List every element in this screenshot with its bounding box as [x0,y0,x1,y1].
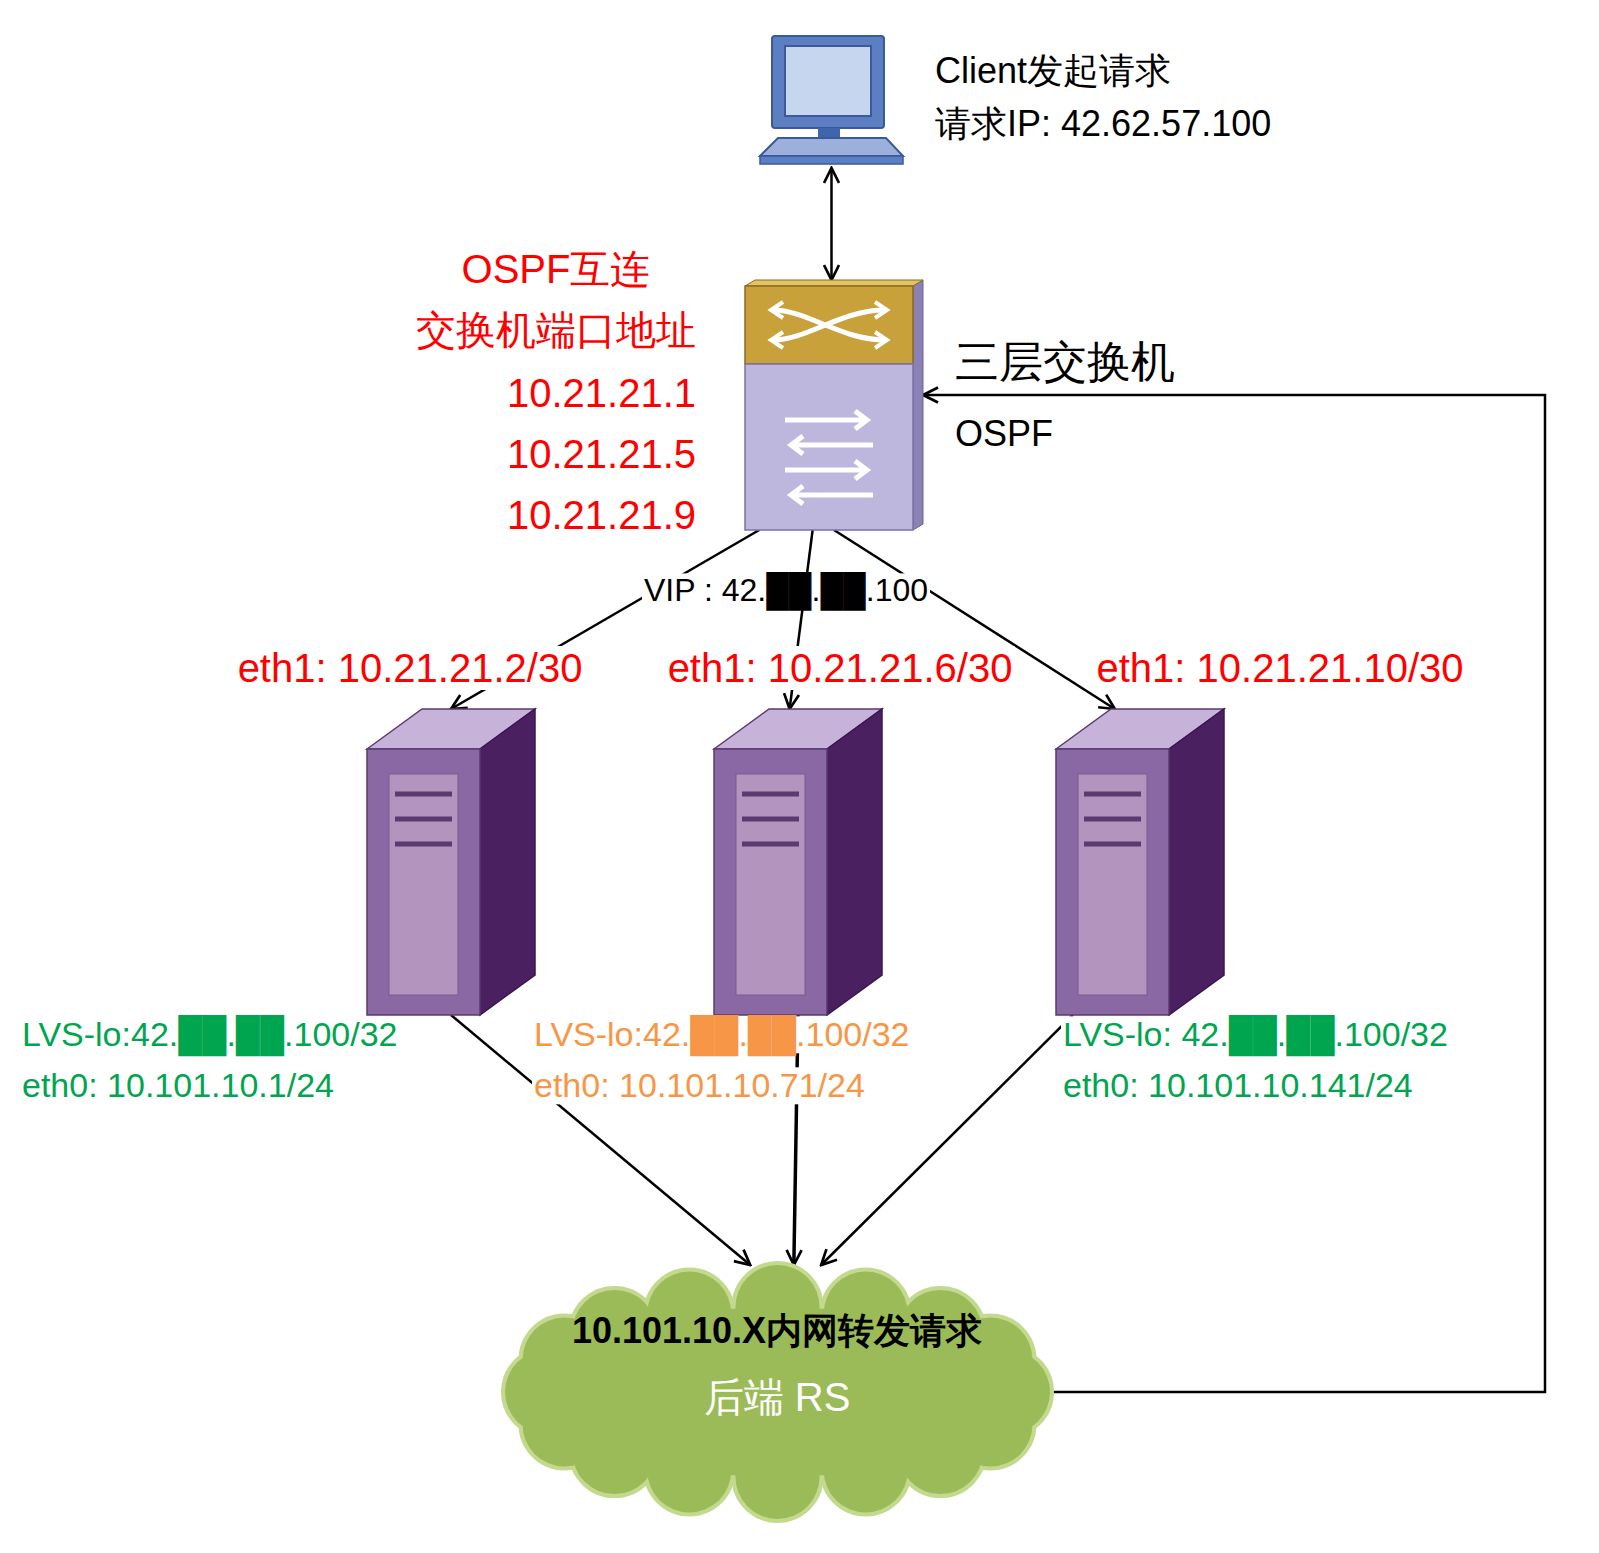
node-text: eth1: 10.21.21.10/30 [1095,646,1466,690]
text-anchor: 请求IP: 42.62.57.100 [933,104,1273,144]
node-text: eth0: 10.101.10.141/24 [1061,1067,1415,1104]
text-anchor: LVS-lo:42.██.██.100/32 [20,1016,399,1053]
text-anchor: eth0: 10.101.10.141/24 [1061,1067,1415,1104]
label-anchor: OSPF互连 交换机端口地址 [404,239,708,361]
server-front [714,749,827,1015]
server-slot [395,792,452,797]
switch-body [745,364,913,530]
text-anchor: LVS-lo:42.██.██.100/32 [532,1016,911,1053]
server-slot [1084,792,1141,797]
cloud-outline [505,1265,1050,1519]
server-slot [742,842,799,847]
lvs-server-shape [367,709,535,1015]
node-text: 10.101.10.X内网转发请求 [570,1311,984,1351]
node-text: OSPF [953,414,1055,454]
node-text: LVS-lo: 42.██.██.100/32 [1061,1016,1450,1053]
server-panel [736,774,805,995]
label-anchor: 10.21.21.5 [505,432,698,476]
switch-side [913,280,923,530]
text-anchor: eth1: 10.21.21.2/30 [236,646,585,690]
backend-cloud: 10.101.10.X内网转发请求后端 RS [505,1265,1050,1519]
switch-lid [745,280,923,286]
text-anchor: LVS-lo: 42.██.██.100/32 [1061,1016,1450,1053]
label-anchor: VIP : 42.██.██.100 [642,573,930,608]
server-slot [742,817,799,822]
port-address: 10.21.21.5 [505,432,698,476]
text-anchor: OSPF [953,414,1055,454]
text-anchor: 10.101.10.X内网转发请求 [570,1311,984,1351]
node-text: LVS-lo:42.██.██.100/32 [532,1016,911,1053]
lvs-server: eth1: 10.21.21.10/30LVS-lo: 42.██.██.100… [1056,709,1224,1015]
keyboard-edge [760,156,903,164]
server-side [1169,709,1224,1015]
server-side [480,709,535,1015]
server-slot [742,792,799,797]
text-anchor: eth0: 10.101.10.1/24 [20,1067,336,1104]
node-text: 后端 RS [702,1375,853,1419]
text-anchor: Client发起请求 [933,51,1173,91]
server-slot [395,817,452,822]
l3-switch-shape [745,280,923,530]
node-text: eth0: 10.101.10.1/24 [20,1067,336,1104]
node-text: eth0: 10.101.10.71/24 [532,1067,867,1104]
server-front [367,749,480,1015]
switch-arrow [791,436,873,454]
server-panel [389,774,458,995]
switch-top [745,286,913,364]
node-text: 三层交换机 [953,338,1177,386]
client-computer: Client发起请求请求IP: 42.62.57.100 [760,36,903,168]
switch-arrow [791,486,873,504]
port-note: OSPF互连 交换机端口地址 [404,239,708,361]
text-anchor: 后端 RS [702,1375,853,1419]
node-text: eth1: 10.21.21.6/30 [666,646,1015,690]
monitor-stand [818,128,840,138]
port-address: 10.21.21.9 [505,493,698,537]
router-cross [773,310,885,340]
router-cross-heads [771,302,887,348]
server-slot [1084,842,1141,847]
switch-arrow [785,461,867,479]
keyboard [760,138,903,156]
text-anchor: eth1: 10.21.21.10/30 [1095,646,1466,690]
text-anchor: 三层交换机 [953,338,1177,386]
connector [830,168,833,280]
client-computer-shape [760,36,903,168]
port-address: 10.21.21.1 [505,371,698,415]
lvs-server: eth1: 10.21.21.2/30LVS-lo:42.██.██.100/3… [367,709,535,1015]
l3-switch: 三层交换机OSPF [745,280,923,530]
node-text: 请求IP: 42.62.57.100 [933,104,1273,144]
switch-arrow [785,411,867,429]
server-side [827,709,882,1015]
lvs-server-shape [714,709,882,1015]
monitor-frame [772,36,884,128]
label-anchor: 10.21.21.1 [505,371,698,415]
server-slot [395,842,452,847]
monitor-screen [785,46,871,116]
vip-label: VIP : 42.██.██.100 [642,573,930,608]
connector [923,395,1545,1392]
cloud-core [547,1307,1008,1477]
node-text: eth1: 10.21.21.2/30 [236,646,585,690]
cloud-core [547,1307,1008,1477]
lvs-server: eth1: 10.21.21.6/30LVS-lo:42.██.██.100/3… [714,709,882,1015]
node-text: Client发起请求 [933,51,1173,91]
server-slot [1084,817,1141,822]
node-text: LVS-lo:42.██.██.100/32 [20,1016,399,1053]
text-anchor: eth0: 10.101.10.71/24 [532,1067,867,1104]
label-anchor: 10.21.21.9 [505,493,698,537]
server-panel [1078,774,1147,995]
server-front [1056,749,1169,1015]
lvs-server-shape [1056,709,1224,1015]
cloud-fill [505,1265,1050,1519]
text-anchor: eth1: 10.21.21.6/30 [666,646,1015,690]
